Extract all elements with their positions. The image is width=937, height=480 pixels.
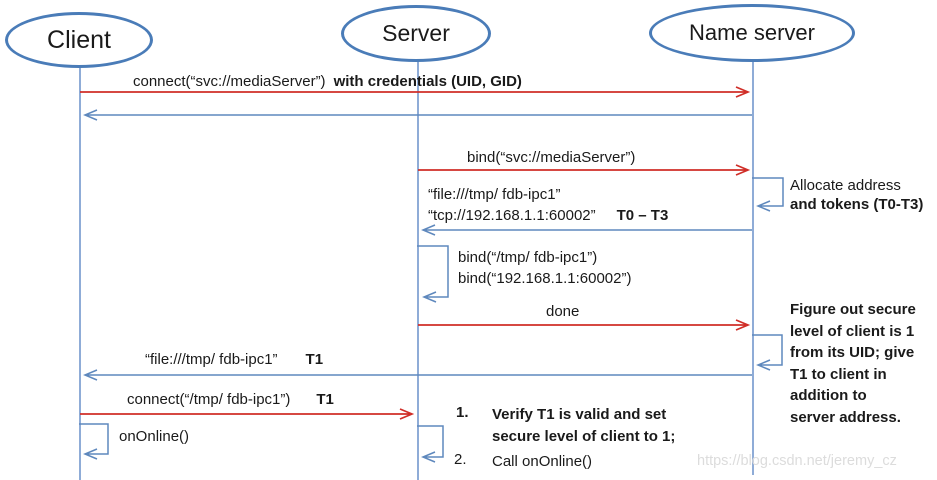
label-allocate-line1: Allocate address bbox=[790, 177, 901, 194]
label-file-t1-plain: “file:///tmp/ fdb-ipc1” bbox=[145, 351, 278, 368]
label-connect-tmp-plain: connect(“/tmp/ fdb-ipc1”) bbox=[127, 391, 291, 408]
selfloop-nameserver-allocate bbox=[752, 177, 784, 212]
label-connect-tmp-bold: T1 bbox=[316, 391, 334, 408]
label-connect-bold: with credentials (UID, GID) bbox=[333, 73, 522, 90]
step1-text: Verify T1 is valid and set secure level … bbox=[492, 406, 676, 445]
arrow-return-to-client bbox=[83, 109, 752, 121]
label-bind-ip: bind(“192.168.1.1:60002”) bbox=[458, 270, 632, 287]
client-lifeline bbox=[79, 67, 81, 480]
label-allocate-line2: and tokens (T0-T3) bbox=[790, 196, 924, 213]
step2-text: Call onOnline() bbox=[492, 453, 593, 470]
label-connect-plain: connect(“svc://mediaServer”) bbox=[133, 73, 326, 90]
label-addr-tcp-tokens: T0 – T3 bbox=[616, 207, 669, 224]
label-file-t1: “file:///tmp/ fdb-ipc1” T1 bbox=[145, 351, 323, 368]
actor-client-label: Client bbox=[47, 25, 111, 54]
step2-number: 2. bbox=[454, 451, 467, 468]
arrow-connect-credentials bbox=[80, 86, 751, 98]
arrow-return-address-tokens bbox=[421, 224, 752, 236]
label-addr-file: “file:///tmp/ fdb-ipc1” bbox=[428, 186, 561, 203]
label-allocate-note: Allocate address and tokens (T0-T3) bbox=[790, 176, 923, 214]
label-file-t1-bold: T1 bbox=[305, 351, 324, 368]
actor-client: Client bbox=[5, 12, 153, 68]
arrow-file-t1-to-client bbox=[83, 369, 752, 381]
arrow-bind-svc bbox=[418, 164, 751, 176]
arrow-done bbox=[418, 319, 751, 331]
actor-server: Server bbox=[341, 5, 491, 62]
step1-number: 1. bbox=[456, 404, 469, 421]
selfloop-server-verify bbox=[417, 425, 444, 463]
actor-nameserver-label: Name server bbox=[689, 20, 815, 45]
selfloop-nameserver-figure bbox=[752, 334, 783, 371]
selfloop-server-bind bbox=[417, 245, 449, 303]
server-lifeline bbox=[417, 61, 419, 480]
watermark-url: https://blog.csdn.net/jeremy_cz bbox=[697, 453, 897, 469]
actor-server-label: Server bbox=[382, 20, 450, 46]
selfloop-client-ononline bbox=[79, 423, 109, 460]
label-bind-svc: bind(“svc://mediaServer”) bbox=[467, 149, 636, 166]
nameserver-lifeline bbox=[752, 61, 754, 475]
label-figure-note: Figure out secure level of client is 1 f… bbox=[790, 301, 916, 426]
label-bind-tmp: bind(“/tmp/ fdb-ipc1”) bbox=[458, 249, 598, 266]
label-ononline: onOnline() bbox=[119, 428, 190, 445]
label-done: done bbox=[546, 303, 580, 320]
actor-nameserver: Name server bbox=[649, 4, 855, 62]
label-connect-tmp: connect(“/tmp/ fdb-ipc1”) T1 bbox=[127, 391, 334, 408]
label-addr-tcp-plain: “tcp://192.168.1.1:60002” bbox=[428, 207, 596, 224]
label-connect-credentials: connect(“svc://mediaServer”) with credent… bbox=[133, 73, 522, 90]
arrow-connect-tmp bbox=[80, 408, 415, 420]
label-addr-tcp: “tcp://192.168.1.1:60002” T0 – T3 bbox=[428, 207, 668, 224]
